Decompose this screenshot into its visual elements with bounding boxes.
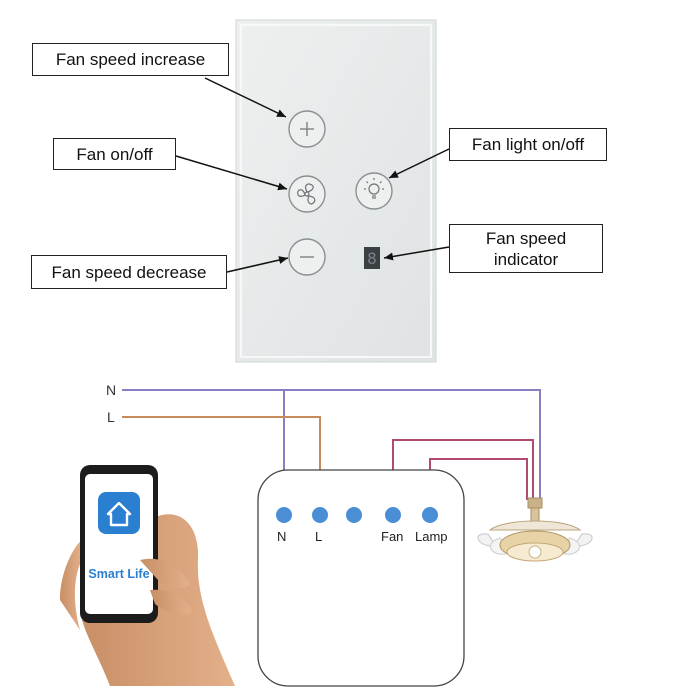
callout-speed-indicator: Fan speed indicator: [449, 224, 603, 273]
callout-speed-decrease: Fan speed decrease: [31, 255, 227, 289]
terminal-fan: [385, 507, 401, 523]
fan-icon: [297, 183, 316, 205]
fan-on-off-button[interactable]: [288, 175, 326, 213]
terminal-label-l: L: [315, 529, 323, 544]
speed-increase-button[interactable]: [288, 110, 326, 148]
terminal-n: [276, 507, 292, 523]
hand-holding-phone: [60, 465, 235, 686]
switch-panel: [235, 19, 437, 363]
neutral-wire: [122, 389, 541, 500]
controller-module: [257, 469, 465, 687]
ceiling-fan-image: [477, 497, 593, 562]
terminal-label-n: N: [277, 529, 287, 544]
callout-speed-increase: Fan speed increase: [32, 43, 229, 76]
terminal-l: [312, 507, 328, 523]
bulb-icon: [364, 178, 384, 199]
terminal-label-fan: Fan: [381, 529, 404, 544]
plus-icon: [300, 122, 314, 136]
terminal-label-lamp: Lamp: [415, 529, 448, 544]
speed-decrease-button[interactable]: [288, 238, 326, 276]
app-icon: [98, 492, 140, 534]
wire-label-live: L: [107, 409, 115, 425]
speed-indicator-display: 8: [364, 247, 380, 269]
home-icon: [106, 501, 132, 527]
callout-fan-on-off: Fan on/off: [53, 138, 176, 170]
terminal-lamp: [422, 507, 438, 523]
wire-label-neutral: N: [106, 382, 117, 398]
terminal-blank: [346, 507, 362, 523]
speed-digit: 8: [367, 249, 377, 268]
app-name-label: Smart Life: [88, 567, 150, 581]
fan-light-button[interactable]: [355, 172, 393, 210]
callout-fan-light: Fan light on/off: [449, 128, 607, 161]
callout-arrows: [175, 77, 450, 273]
